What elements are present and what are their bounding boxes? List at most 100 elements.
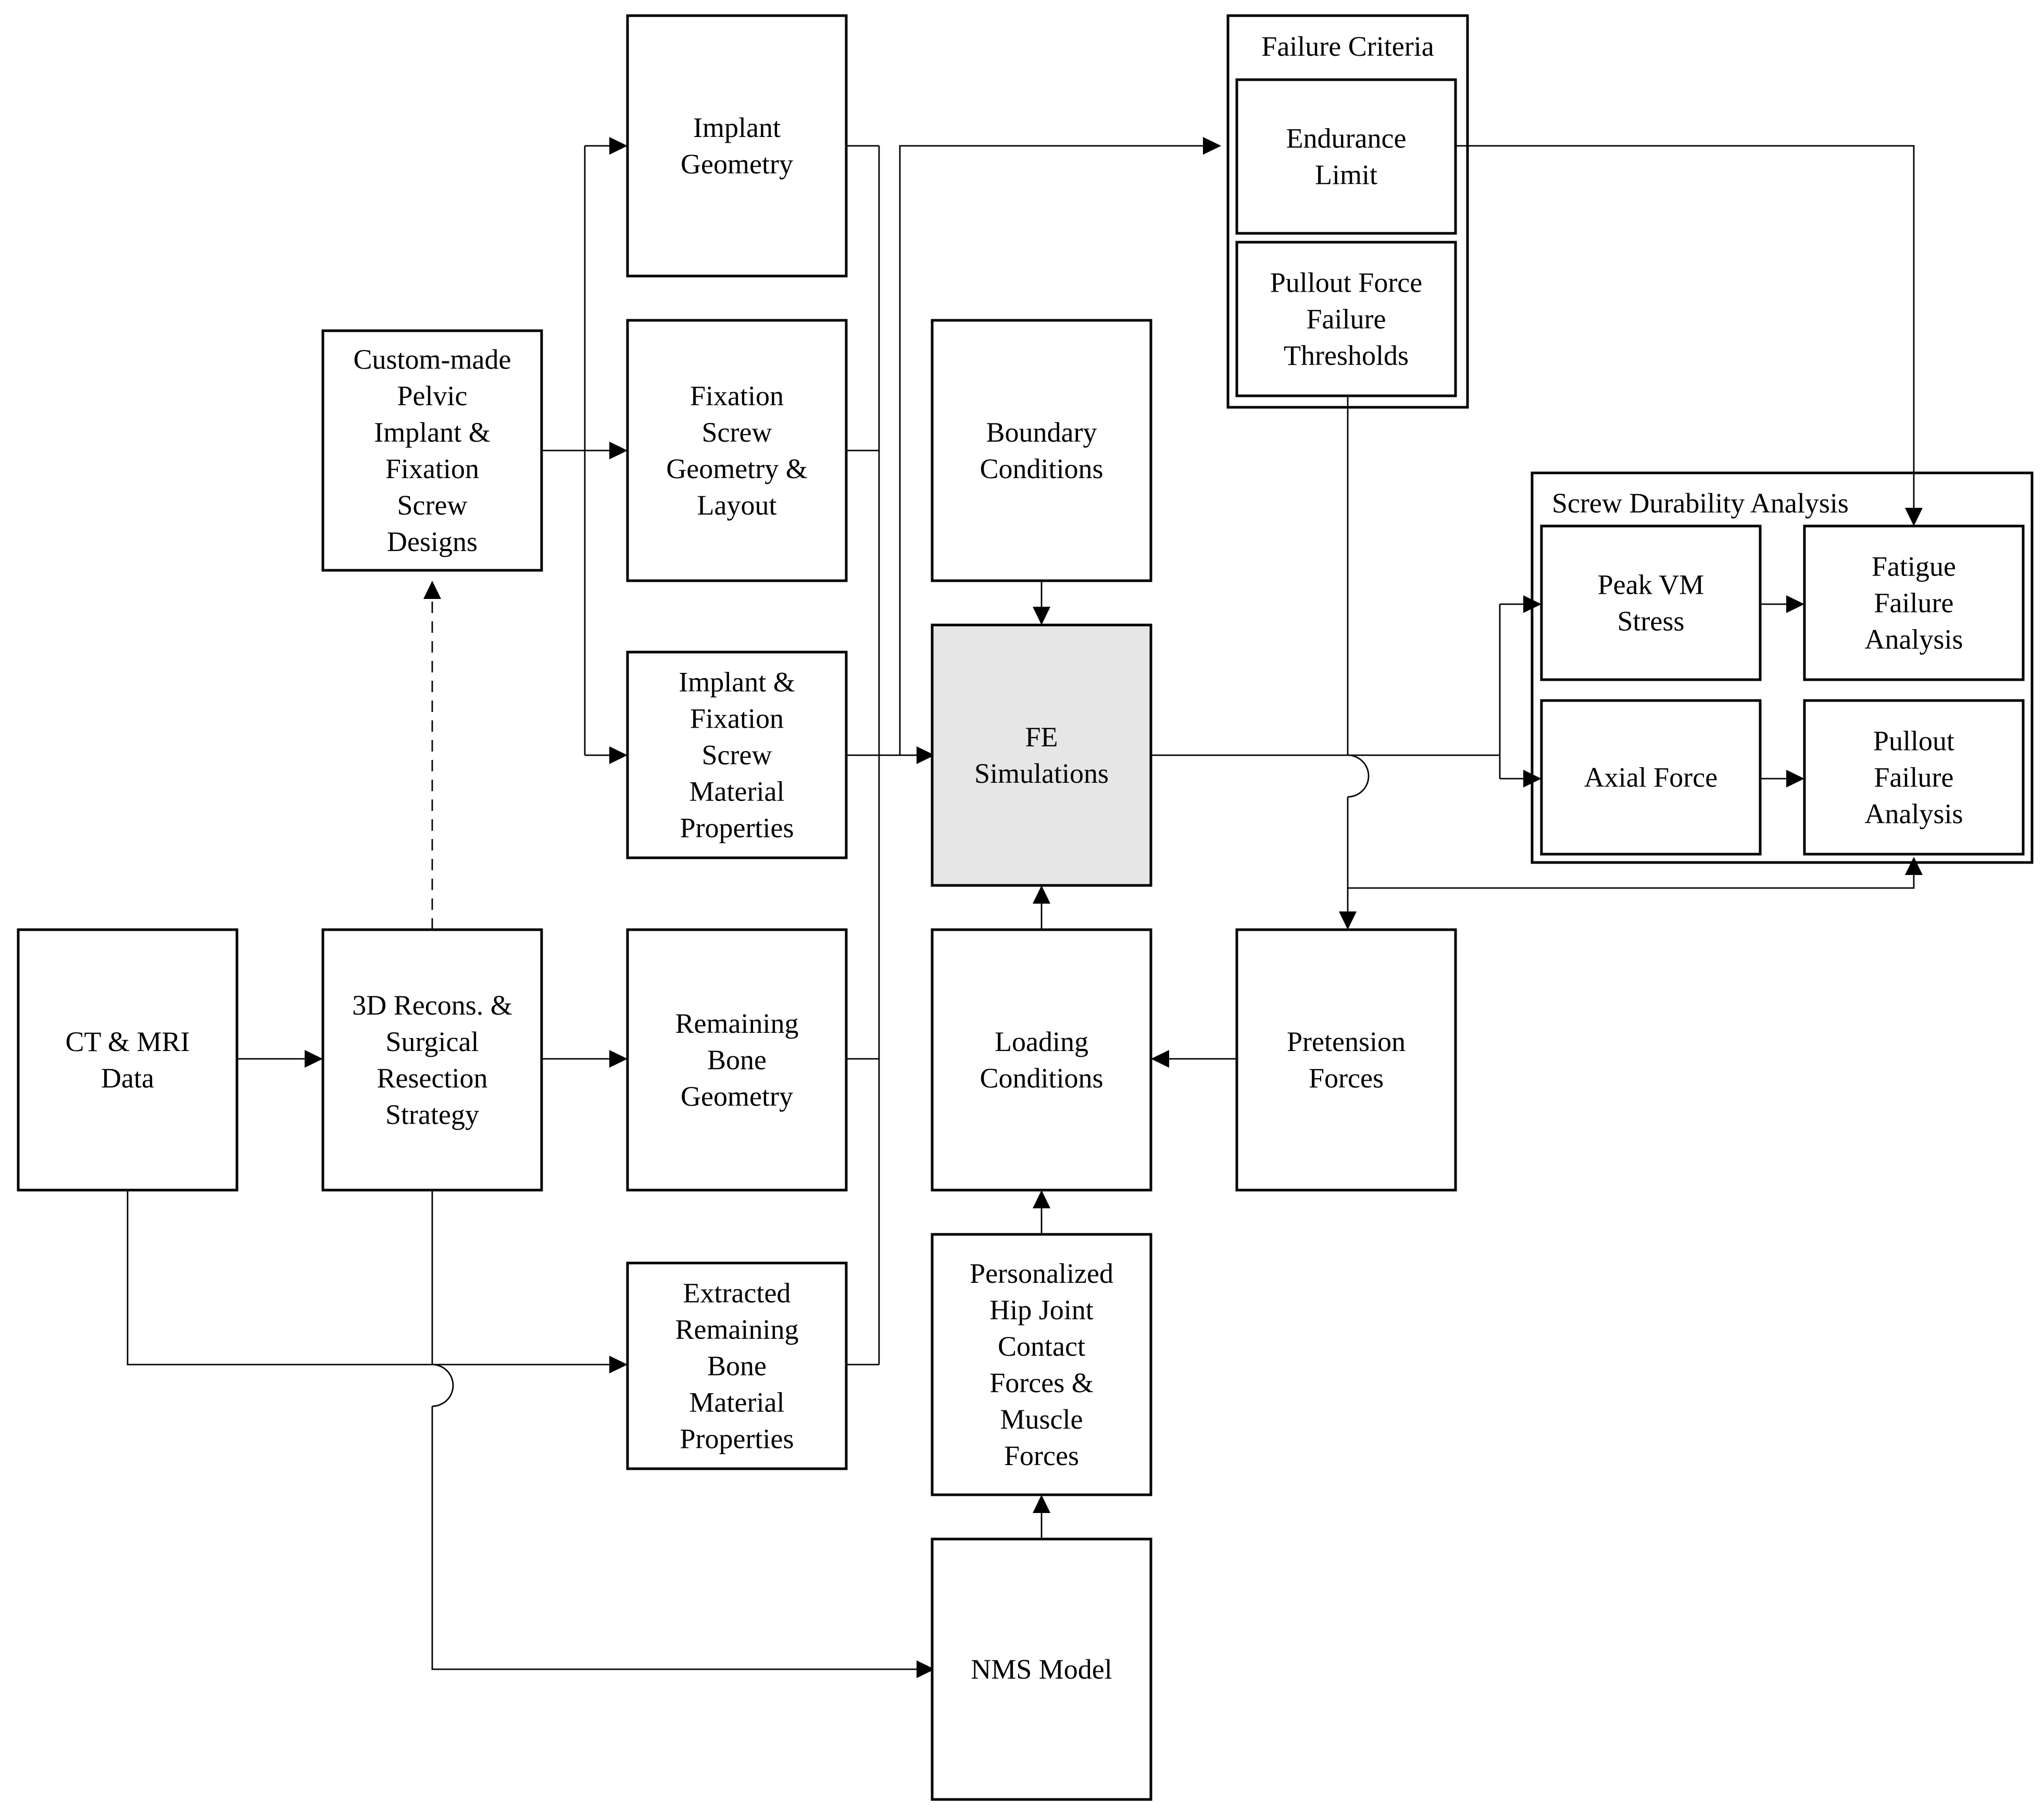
label-line: Limit	[1315, 159, 1377, 191]
label-line: Endurance	[1286, 123, 1407, 154]
arrowhead-icon	[1033, 885, 1050, 904]
fatigue-analysis-box	[1803, 524, 2025, 681]
recons-box	[321, 928, 543, 1192]
label-line: Failure	[1307, 304, 1386, 335]
arrowhead-icon	[305, 1050, 323, 1068]
arrowhead-icon	[1033, 607, 1050, 625]
label-line: Bone	[707, 1351, 767, 1382]
label-line: Analysis	[1865, 798, 1963, 830]
arrowhead-icon	[917, 1660, 935, 1678]
label-line: Fixation	[690, 380, 784, 411]
edge-endurance-to-fatigue	[1456, 145, 1915, 508]
label-line: Hip Joint	[989, 1294, 1094, 1326]
label-line: Geometry	[681, 1081, 793, 1112]
label-line: Material	[689, 776, 785, 807]
label-line: Thresholds	[1284, 340, 1409, 371]
label-line: Fixation	[385, 453, 479, 484]
screw-geometry-box	[626, 319, 848, 582]
label-line: Pretension	[1287, 1026, 1406, 1057]
label-line: Fixation	[690, 703, 784, 734]
label-line: Custom-made	[354, 344, 511, 375]
label-line: 3D Recons. &	[352, 990, 512, 1021]
label-line: Properties	[680, 1423, 794, 1455]
label-line: Analysis	[1865, 624, 1963, 655]
label-line: Strategy	[385, 1099, 479, 1130]
label-line: Loading	[995, 1026, 1088, 1057]
label-line: Implant &	[679, 667, 795, 698]
label-line: Forces &	[989, 1367, 1093, 1398]
label-line: Screw	[702, 417, 772, 448]
ct-mri-box	[17, 928, 239, 1192]
pullout-threshold-box	[1235, 241, 1457, 397]
nms-model-box	[931, 1537, 1152, 1801]
label-line: Data	[101, 1062, 154, 1094]
label-line: Screw	[702, 740, 772, 771]
boundary-conditions-box	[931, 319, 1152, 582]
label-line: FE	[1025, 721, 1058, 753]
arrowhead-icon	[1905, 857, 1923, 875]
extracted-bone-box	[626, 1261, 848, 1470]
label-line: Peak VM	[1598, 569, 1704, 601]
material-properties-box	[626, 651, 848, 859]
hip-forces-box	[931, 1233, 1152, 1496]
label-line: Forces	[1004, 1440, 1079, 1471]
label-line: Failure	[1874, 762, 1954, 793]
axial-force-label: Axial Force	[1584, 762, 1717, 793]
label-line: Screw	[397, 490, 468, 521]
arrowhead-icon	[423, 581, 441, 599]
label-line: Pullout	[1873, 726, 1954, 757]
label-line: Designs	[387, 526, 478, 557]
arrowhead-icon	[609, 1356, 628, 1373]
label-line: Conditions	[980, 1062, 1103, 1094]
label-line: Material	[689, 1387, 785, 1418]
label-line: Implant	[693, 112, 781, 143]
label-line: Remaining	[675, 1008, 799, 1039]
nms-model-label: NMS Model	[971, 1654, 1112, 1685]
label-line: Implant &	[374, 417, 490, 448]
loading-conditions-box	[931, 928, 1152, 1192]
edge-fe-to-durability	[1151, 603, 1523, 798]
screw-durability-group: Screw Durability Analysis	[1531, 471, 2034, 864]
label-line: Forces	[1309, 1062, 1384, 1094]
connectors	[127, 137, 1923, 1678]
boxes	[17, 14, 2025, 1801]
label-line: Personalized	[970, 1258, 1113, 1289]
label-line: Remaining	[675, 1314, 799, 1345]
label-line: Resection	[377, 1062, 488, 1094]
pullout-analysis-box	[1803, 699, 2025, 856]
peak-vm-box	[1540, 524, 1762, 681]
arrowhead-icon	[609, 442, 628, 459]
endurance-limit-box	[1235, 78, 1457, 235]
label-line: Pullout Force	[1270, 267, 1423, 298]
label-line: Geometry &	[666, 453, 807, 484]
edge-ct-to-extracted-bone	[127, 1190, 609, 1407]
fe-simulations-box	[931, 623, 1152, 887]
label-line: Axial Force	[1584, 762, 1717, 793]
label-line: Fatigue	[1872, 551, 1956, 582]
axial-force-box	[1540, 699, 1762, 856]
label-line: Extracted	[683, 1278, 791, 1309]
label-line: Pelvic	[397, 380, 468, 411]
edge-recons-to-nms	[431, 1190, 917, 1670]
label-line: Muscle	[1000, 1404, 1083, 1435]
label-line: Surgical	[386, 1026, 479, 1057]
label-line: NMS Model	[971, 1654, 1112, 1685]
screw-durability-title: Screw Durability Analysis	[1552, 487, 1849, 519]
edge-bus-to-failure-criteria	[899, 145, 1203, 755]
arrowhead-icon	[1033, 1495, 1050, 1513]
arrowhead-icon	[1203, 137, 1221, 155]
edge-inputs-bus	[846, 145, 917, 1366]
label-line: Conditions	[980, 453, 1103, 484]
label-line: Stress	[1617, 606, 1684, 637]
arrowhead-icon	[1786, 770, 1804, 787]
implant-geometry-box	[626, 14, 848, 278]
label-line: CT & MRI	[65, 1026, 190, 1057]
